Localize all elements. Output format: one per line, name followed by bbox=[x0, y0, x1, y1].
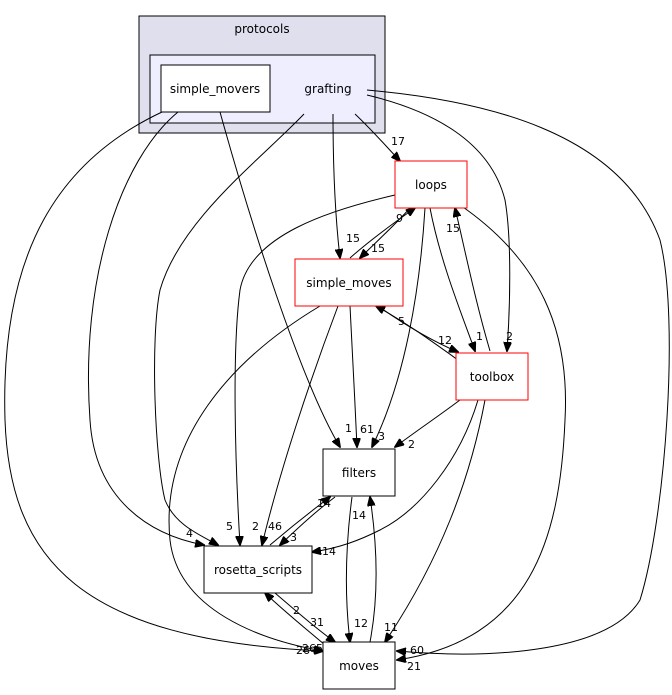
edge-label-grafting-simple-moves: 15 bbox=[346, 232, 360, 245]
edge-label-simple-moves-filters: 61 bbox=[360, 423, 374, 436]
edge-label-toolbox-moves: 11 bbox=[384, 621, 398, 634]
edge-toolbox-rosetta-scripts bbox=[312, 399, 479, 552]
edge-label-simple-movers-moves: 26 bbox=[296, 644, 310, 657]
edge-label-loops-simple-moves: 15 bbox=[371, 242, 385, 255]
node-simple-movers-box bbox=[160, 64, 271, 113]
edge-label-simple-moves-rosetta-scripts: 46 bbox=[268, 520, 282, 533]
edge-grafting-loops bbox=[354, 113, 400, 161]
edge-simple-moves-rosetta-scripts bbox=[262, 305, 339, 545]
node-loops-box bbox=[394, 160, 468, 209]
node-moves-label: moves bbox=[339, 659, 379, 673]
edge-label-moves-rosetta-scripts: 2 bbox=[293, 604, 300, 617]
cluster-protocols-label: protocols bbox=[234, 22, 289, 36]
node-moves[interactable]: moves bbox=[322, 641, 396, 690]
node-rosetta-scripts[interactable]: rosetta_scripts bbox=[203, 545, 313, 594]
edge-label-rosetta-scripts-moves: 31 bbox=[310, 616, 324, 629]
edge-label-loops-toolbox: 1 bbox=[476, 330, 483, 343]
node-simple-moves-label: simple_moves bbox=[306, 276, 391, 290]
edge-label-simple-movers-filters: 1 bbox=[345, 422, 352, 435]
edge-simple-moves-filters bbox=[349, 305, 357, 447]
node-toolbox[interactable]: toolbox bbox=[455, 352, 529, 401]
edges: 17 15 2 5 60 1 4 26 15 1 3 2 2 bbox=[4, 89, 670, 673]
edge-loops-rosetta-scripts bbox=[234, 194, 396, 545]
edge-simple-moves-loops bbox=[349, 208, 415, 259]
edge-simple-moves-moves bbox=[168, 305, 323, 651]
edge-toolbox-moves bbox=[385, 399, 486, 642]
node-filters[interactable]: filters bbox=[322, 448, 396, 497]
edge-simple-movers-filters bbox=[219, 111, 340, 447]
edge-moves-filters bbox=[370, 497, 377, 643]
edge-simple-movers-rosetta-scripts bbox=[87, 111, 204, 545]
edge-grafting-simple-moves bbox=[332, 113, 340, 258]
edge-label-filters-moves: 12 bbox=[354, 617, 368, 630]
edge-label-grafting-rosetta-scripts: 5 bbox=[226, 520, 233, 533]
edge-loops-moves bbox=[397, 204, 567, 660]
edge-rosetta-scripts-filters bbox=[269, 497, 330, 546]
node-simple-movers-label: simple_movers bbox=[170, 82, 260, 96]
edge-moves-rosetta-scripts bbox=[265, 593, 326, 646]
node-loops-label: loops bbox=[415, 178, 447, 192]
edge-rosetta-scripts-moves bbox=[274, 592, 335, 642]
edge-toolbox-simple-moves bbox=[376, 306, 459, 361]
edge-label-simple-movers-rosetta-scripts: 4 bbox=[186, 527, 193, 540]
node-toolbox-box bbox=[455, 352, 529, 401]
node-simple-moves-box bbox=[294, 258, 404, 307]
node-filters-label: filters bbox=[342, 466, 376, 480]
edge-label-loops-filters: 3 bbox=[378, 430, 385, 443]
edge-toolbox-loops bbox=[455, 208, 491, 352]
edge-label-loops-rosetta-scripts: 2 bbox=[252, 520, 259, 533]
edge-label-grafting-moves: 60 bbox=[410, 644, 424, 657]
edge-grafting-toolbox bbox=[366, 94, 510, 351]
edge-label-filters-rosetta-scripts: 3 bbox=[290, 531, 297, 544]
edge-label-toolbox-filters: 2 bbox=[408, 438, 415, 451]
node-rosetta-scripts-label: rosetta_scripts bbox=[214, 563, 302, 577]
node-grafting-label: grafting bbox=[304, 82, 351, 96]
edge-simple-movers-moves bbox=[4, 111, 323, 651]
edge-label-simple-moves-moves: 265 bbox=[302, 642, 323, 655]
node-simple-moves[interactable]: simple_moves bbox=[294, 258, 404, 307]
node-filters-box bbox=[322, 448, 396, 497]
node-moves-box bbox=[322, 641, 396, 690]
node-rosetta-scripts-box bbox=[203, 545, 313, 594]
edge-grafting-moves bbox=[366, 89, 670, 654]
node-simple-movers[interactable]: simple_movers bbox=[160, 64, 271, 113]
edge-label-simple-moves-toolbox: 12 bbox=[438, 334, 452, 347]
edge-label-toolbox-loops: 15 bbox=[446, 222, 460, 235]
node-toolbox-label: toolbox bbox=[470, 370, 514, 384]
edge-toolbox-filters bbox=[395, 399, 461, 447]
edge-filters-moves bbox=[346, 496, 352, 642]
edge-label-simple-moves-loops: 9 bbox=[396, 212, 403, 225]
edge-label-grafting-loops: 17 bbox=[391, 135, 405, 148]
edge-label-toolbox-simple-moves: 5 bbox=[398, 315, 405, 328]
edge-label-rosetta-scripts-filters: 14 bbox=[317, 497, 331, 510]
edge-label-loops-moves: 21 bbox=[407, 660, 421, 673]
edge-grafting-rosetta-scripts bbox=[154, 113, 305, 545]
edge-loops-filters bbox=[372, 207, 426, 447]
node-loops[interactable]: loops bbox=[394, 160, 468, 209]
edge-label-moves-filters: 14 bbox=[352, 509, 366, 522]
edge-label-toolbox-rosetta-scripts: 14 bbox=[322, 545, 336, 558]
edge-label-grafting-toolbox: 2 bbox=[506, 330, 513, 343]
edge-loops-toolbox bbox=[429, 207, 475, 351]
